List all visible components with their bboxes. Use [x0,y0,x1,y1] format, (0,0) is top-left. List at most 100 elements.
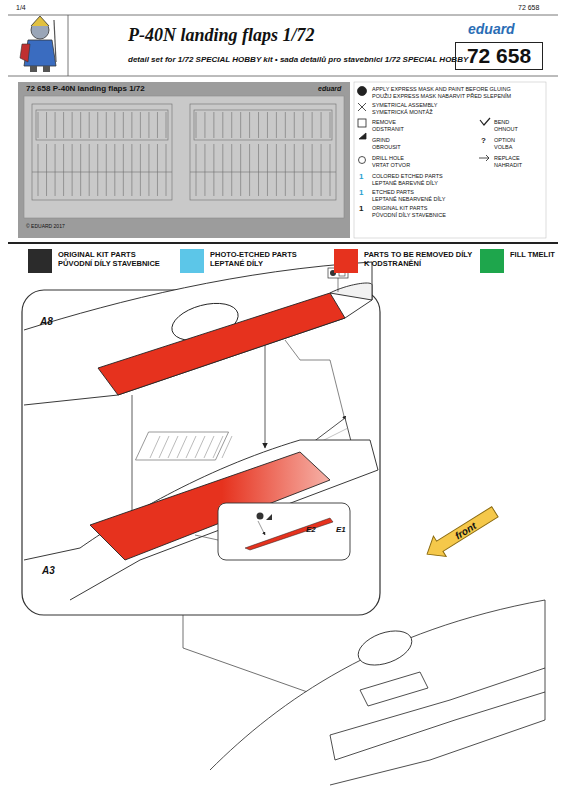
art-line [114,112,115,138]
sheet-label: ORIGINAL KIT PARTS [372,205,427,211]
art-line [249,112,250,138]
sheet-title: P-40N landing flaps 1/72 [128,26,315,46]
art-path [20,44,30,62]
art-line [338,278,339,292]
art-path [479,155,489,161]
art-line [8,15,558,16]
sheet-label: 1 [359,205,363,214]
art-line [265,345,266,448]
art-line [196,144,197,196]
art-path [360,672,428,706]
part-number: E2 [306,526,316,535]
art-line [131,144,132,196]
art-path [98,293,345,395]
art-line [195,535,218,540]
art-rect [135,432,228,460]
art-line [177,436,187,458]
part-number: A8 [40,316,53,327]
front-arrow: front [419,500,502,566]
sheet-label: GRIND [372,137,390,143]
art-line [222,144,223,196]
sheet-label: ODSTRANIT [372,126,404,132]
legend-swatch [28,249,52,273]
art-line [72,144,73,196]
art-line [186,436,196,458]
art-line [258,112,259,138]
art-line [204,112,205,138]
art-line [131,112,132,138]
art-line [106,144,107,196]
art-line [303,144,304,196]
art-line [148,144,149,196]
art-line [258,521,265,535]
art-line [330,112,331,138]
art-line [148,112,149,138]
art-line [168,436,178,458]
art-line [240,144,241,196]
art-rect [354,82,546,238]
art-line [276,144,277,196]
art-path [266,514,272,520]
art-line [285,144,286,196]
sheet-label: POUŽIJ EXPRESS MASK NABARVIT PŘED SLEPEN… [372,93,511,99]
art-line [213,112,214,138]
sheet-label: © EDUARD 2017 [26,224,65,230]
art-line [294,144,295,196]
art-text: ? [481,136,486,145]
sheet-label: NAHRADIT [494,162,522,168]
art-line [294,112,295,138]
art-line [46,144,47,196]
sheet-label: 1 [359,189,363,198]
art-line [46,112,47,138]
sheet-label: VOLBA [494,144,512,150]
sheet-label: SYMETRICAL ASSEMBLY [372,102,437,108]
art-rect [43,66,50,72]
art-line [312,112,313,138]
art-line [68,15,69,76]
legend-text: PARTS TO BE REMOVED DÍLY K ODSTRANĚNÍ [364,250,476,269]
part-number: E1 [336,526,346,535]
art-line [159,436,169,458]
art-line [303,112,304,138]
art-line [157,144,158,196]
art-line [63,144,64,196]
art-line [231,144,232,196]
art-rect [18,82,350,238]
art-line [213,436,223,458]
sheet-label: LEPTANÉ BAREVNÉ DÍLY [372,180,438,186]
art-g [32,104,336,200]
sheet-label: SYMETRICKÁ MONTÁŽ [372,109,433,115]
art-path [183,615,330,700]
art-ellipse [354,624,417,671]
art-circle [257,513,264,520]
art-line [267,144,268,196]
legend-swatch [480,249,504,273]
art-line [276,112,277,138]
art-g [150,436,232,458]
art-line [330,144,331,196]
sheet-label: REMOVE [372,119,396,125]
art-path [210,600,545,785]
art-line [204,436,214,458]
art-rect [24,96,344,218]
sheet-label: 1 [359,173,363,182]
art-line [140,112,141,138]
sheet-label: 72 658 [518,4,539,12]
legend-text: FILL TMELIT [510,250,558,259]
sheet-label: eduard [318,85,341,93]
art-line [204,144,205,196]
legend-text: PHOTO-ETCHED PARTS LEPTANÉ DÍLY [210,250,322,269]
art-line [123,144,124,196]
wing-lower [24,432,378,600]
wing-top [24,262,372,405]
art-rect [32,104,172,200]
sheet-label: eduard [468,22,515,37]
art-line [97,112,98,138]
art-line [166,144,167,196]
art-line [196,112,197,138]
art-path [24,262,372,405]
mascot [20,16,56,72]
art-line [97,144,98,196]
art-line [222,436,232,458]
